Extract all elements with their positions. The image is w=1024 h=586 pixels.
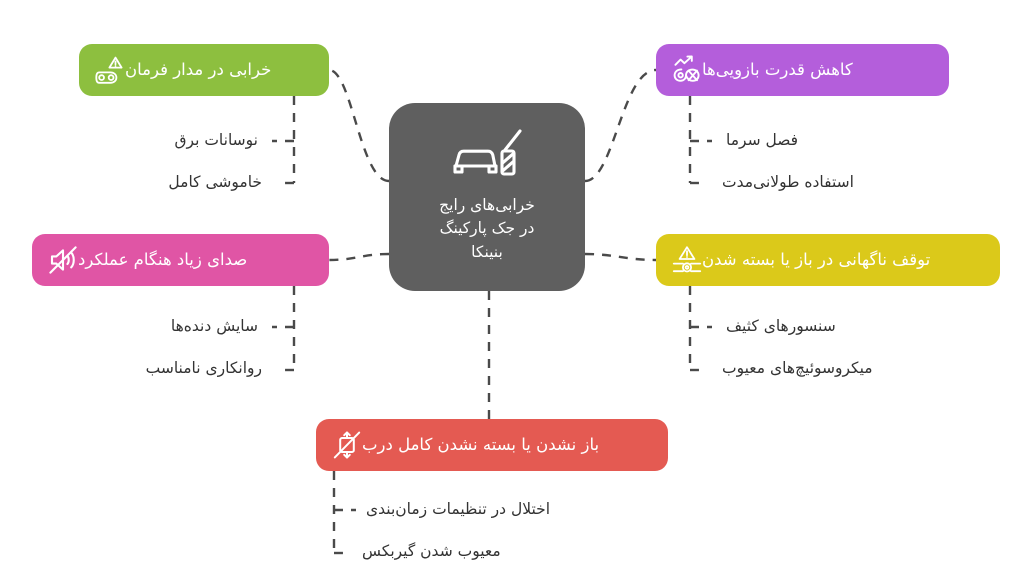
- subitem-branch-3-1[interactable]: میکروسوئیچ‌های معیوب: [722, 359, 873, 377]
- branch-node-label: باز نشدن یا بسته نشدن کامل درب: [362, 434, 600, 454]
- branch-node-door-not-opening-closing[interactable]: باز نشدن یا بسته نشدن کامل درب: [316, 419, 668, 471]
- parking-barrier-car-icon: [453, 129, 522, 176]
- center-node[interactable]: خرابی‌های رایج در جک پارکینگ بنینکا: [389, 103, 585, 291]
- branch-node-label: توقف ناگهانی در باز یا بسته شدن: [702, 249, 931, 269]
- connector-center-to-branch-1: [584, 68, 657, 183]
- connector-center-to-branch-3: [584, 252, 657, 262]
- connector-center-to-branch-2: [328, 252, 390, 262]
- connector-center-to-branch-0: [328, 68, 390, 183]
- subitem-branch-4-1[interactable]: معیوب شدن گیربکس: [362, 542, 501, 560]
- subitem-branch-3-0[interactable]: سنسورهای کثیف: [726, 317, 836, 335]
- center-node-label: خرابی‌های رایج در جک پارکینگ بنینکا: [439, 196, 535, 261]
- subitem-branch-1-1[interactable]: استفاده طولانی‌مدت: [722, 173, 854, 191]
- subitem-branch-0-0[interactable]: نوسانات برق: [174, 131, 258, 149]
- branch-node-arm-power-loss[interactable]: کاهش قدرت بازویی‌ها: [656, 44, 949, 96]
- branch-node-label: صدای زیاد هنگام عملکرد: [78, 249, 248, 269]
- branch-node-label: خرابی در مدار فرمان: [125, 59, 272, 79]
- branch-node-sudden-stop[interactable]: توقف ناگهانی در باز یا بسته شدن: [656, 234, 1000, 286]
- declining-motor-trend-icon: [673, 55, 700, 82]
- barrier-warning-icon: [672, 246, 702, 273]
- speaker-muted-icon: [49, 246, 77, 274]
- subitem-branch-4-0[interactable]: اختلال در تنظیمات زمان‌بندی: [366, 500, 551, 518]
- branch-node-control-circuit-fault[interactable]: خرابی در مدار فرمان: [79, 44, 329, 96]
- subitem-branch-2-1[interactable]: روانکاری نامناسب: [145, 359, 262, 377]
- branch-node-label: کاهش قدرت بازویی‌ها: [702, 59, 853, 79]
- branch-node-loud-operation-noise[interactable]: صدای زیاد هنگام عملکرد: [32, 234, 329, 286]
- subitem-branch-1-0[interactable]: فصل سرما: [726, 131, 799, 149]
- door-blocked-icon: [333, 431, 361, 459]
- subitem-branch-2-0[interactable]: سایش دنده‌ها: [170, 317, 258, 335]
- circuit-warning-icon: [95, 56, 123, 84]
- subitem-branch-0-1[interactable]: خاموشی کامل: [168, 173, 262, 191]
